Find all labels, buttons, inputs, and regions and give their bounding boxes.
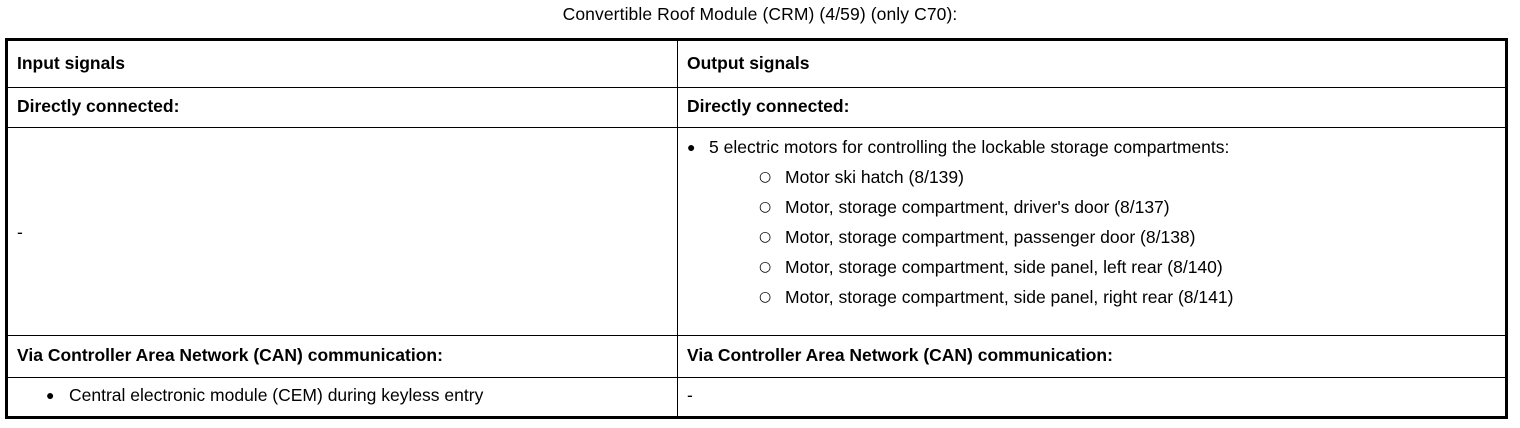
page-title: Convertible Roof Module (CRM) (4/59) (on… — [562, 4, 958, 24]
list-item: ○ Motor, storage compartment, side panel… — [757, 252, 1505, 282]
list-item: ● 5 electric motors for controlling the … — [678, 132, 1505, 312]
signals-table: Input signals Output signals Directly co… — [5, 38, 1508, 419]
motor-sub-item-label: Motor ski hatch (8/139) — [785, 167, 964, 187]
bullet-hollow-icon: ○ — [759, 259, 772, 275]
input-signals-header: Input signals — [17, 53, 125, 73]
list-item: ● Central electronic module (CEM) during… — [17, 380, 669, 410]
can-body-cell-output: - — [677, 377, 1508, 419]
bullet-hollow-icon: ○ — [759, 229, 772, 245]
directly-connected-header-row: Directly connected: Directly connected: — [5, 87, 1508, 128]
bullet-hollow-icon: ○ — [759, 169, 772, 185]
list-item: ○ Motor, storage compartment, passenger … — [757, 222, 1505, 252]
motor-sub-item-label: Motor, storage compartment, passenger do… — [785, 227, 1196, 247]
list-item: ○ Motor, storage compartment, driver's d… — [757, 192, 1505, 222]
can-header-cell-input: Via Controller Area Network (CAN) commun… — [5, 335, 678, 378]
can-header-cell-output: Via Controller Area Network (CAN) commun… — [677, 335, 1508, 378]
list-item: ○ Motor ski hatch (8/139) — [757, 162, 1505, 192]
output-motor-list: ● 5 electric motors for controlling the … — [678, 132, 1505, 312]
motor-sub-item-label: Motor, storage compartment, side panel, … — [785, 257, 1223, 277]
table-header-row: Input signals Output signals — [5, 38, 1508, 88]
header-cell-output: Output signals — [677, 38, 1508, 88]
can-body-row: ● Central electronic module (CEM) during… — [5, 377, 1508, 419]
header-cell-input: Input signals — [5, 38, 678, 88]
bullet-filled-icon: ● — [687, 139, 696, 155]
output-can-label: Via Controller Area Network (CAN) commun… — [687, 345, 1113, 365]
can-body-cell-input: ● Central electronic module (CEM) during… — [5, 377, 678, 419]
output-motor-sublist: ○ Motor ski hatch (8/139) ○ Motor, stora… — [757, 162, 1505, 312]
list-item: ○ Motor, storage compartment, side panel… — [757, 282, 1505, 312]
body-cell-output: ● 5 electric motors for controlling the … — [677, 127, 1508, 336]
bullet-hollow-icon: ○ — [759, 289, 772, 305]
subheader-cell-input: Directly connected: — [5, 87, 678, 128]
can-header-row: Via Controller Area Network (CAN) commun… — [5, 335, 1508, 378]
output-empty-dash: - — [687, 385, 693, 405]
subheader-cell-output: Directly connected: — [677, 87, 1508, 128]
directly-connected-body-row: - ● 5 electric motors for controlling th… — [5, 127, 1508, 336]
motor-sub-item-label: Motor, storage compartment, side panel, … — [785, 287, 1234, 307]
input-can-label: Via Controller Area Network (CAN) commun… — [17, 345, 443, 365]
cem-keyless-entry-label: Central electronic module (CEM) during k… — [69, 385, 484, 405]
bullet-hollow-icon: ○ — [759, 199, 772, 215]
output-signals-header: Output signals — [687, 53, 810, 73]
motor-sub-item-label: Motor, storage compartment, driver's doo… — [785, 197, 1170, 217]
body-cell-input: - — [5, 127, 678, 336]
motors-summary-text: 5 electric motors for controlling the lo… — [709, 137, 1230, 157]
input-directly-connected-label: Directly connected: — [17, 96, 180, 116]
input-can-list: ● Central electronic module (CEM) during… — [17, 380, 669, 410]
bullet-filled-icon: ● — [46, 387, 55, 403]
output-directly-connected-label: Directly connected: — [687, 96, 850, 116]
input-empty-dash: - — [17, 221, 23, 242]
